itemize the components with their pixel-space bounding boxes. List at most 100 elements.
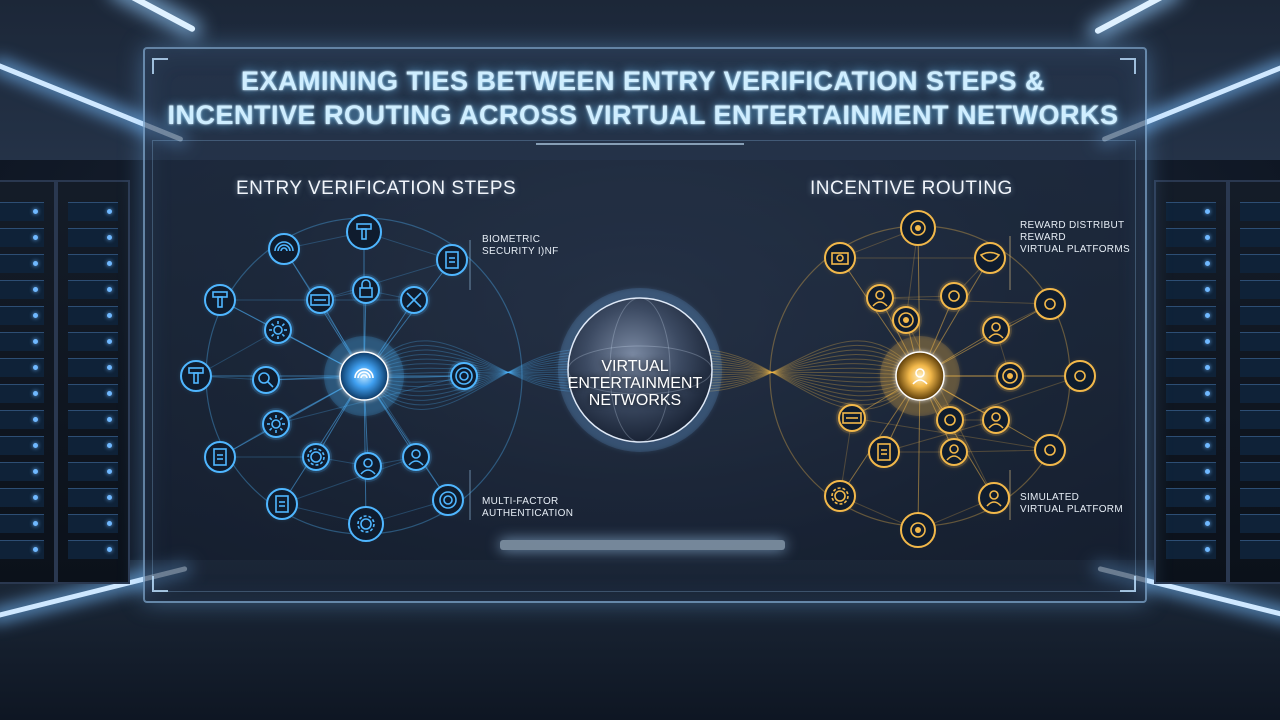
rack-slot [1240,436,1280,455]
rack-slot [68,462,118,481]
rack-slot [68,358,118,377]
hands-icon [1044,444,1056,456]
lock-icon [359,279,373,298]
network-node [868,436,900,468]
face-icon [408,449,424,466]
rack-slot [1240,462,1280,481]
biometric-label: BIOMETRIC SECURITY I)NF [482,234,559,258]
reward-label: REWARD DISTRIBUT REWARD VIRTUAL PLATFORM… [1020,220,1130,256]
gear-icon [831,487,849,505]
user-icon [986,490,1002,507]
face-icon [360,458,376,475]
network-node [824,480,856,512]
network-node [824,242,856,274]
rack-slot [68,332,118,351]
simulated-platform-label: SIMULATED VIRTUAL PLATFORM [1020,492,1123,516]
rack-slot [1166,332,1216,351]
rack-slot [0,306,44,325]
server-rack [56,180,130,584]
network-node [204,441,236,473]
network-node [250,364,282,396]
rack-slot [0,462,44,481]
rack-slot [68,306,118,325]
network-node [1034,434,1066,466]
label-line: REWARD [1020,232,1066,243]
rack-slot [1240,306,1280,325]
key-icon [1074,370,1086,382]
coin-icon [898,312,914,328]
user-icon [988,412,1004,429]
keyboard-icon [310,294,330,306]
network-node [180,360,212,392]
user-icon [912,368,928,385]
hub-node [895,351,945,401]
network-node [1064,360,1096,392]
rack-slot [0,410,44,429]
network-node [934,404,966,436]
rack-slot [1166,436,1216,455]
network-link [281,456,417,505]
network-node [980,314,1012,346]
rack-slot [68,488,118,507]
network-node [994,360,1026,392]
fingerprint-icon [274,241,294,252]
globe-latitude [567,345,713,395]
network-link [953,449,1051,453]
network-node [974,242,1006,274]
rack-slot [1240,514,1280,533]
network-node [938,280,970,312]
network-node [864,282,896,314]
mask-icon [979,251,1001,262]
rack-slot [1166,280,1216,299]
rack-slot [68,514,118,533]
server-rack [1228,180,1280,584]
rack-slot [0,202,44,221]
diagram-title-line-2: INCENTIVE ROUTING ACROSS VIRTUAL ENTERTA… [167,100,1119,130]
document-icon [445,251,459,269]
network-node [268,233,300,265]
hub-node [339,351,389,401]
rack-slot [1166,462,1216,481]
heart-icon [948,290,960,302]
rack-slot [1240,202,1280,221]
rack-slot [68,228,118,247]
label-line: AUTHENTICATION [482,508,574,519]
rack-slot [0,540,44,559]
entry-verification-heading: ENTRY VERIFICATION STEPS [236,178,517,199]
label-line: VIRTUAL PLATFORM [1020,504,1123,515]
rack-slot [68,436,118,455]
network-node [352,450,384,482]
rack-slot [1166,254,1216,273]
user-icon [946,444,962,461]
network-node [900,512,936,548]
rack-slot [1240,332,1280,351]
rack-slot [0,358,44,377]
rack-slot [1240,280,1280,299]
rack-slot [1240,254,1280,273]
rack-slot [0,436,44,455]
rack-slot [1166,358,1216,377]
panel-corner [1120,576,1136,592]
panel-corner [152,576,168,592]
network-node [260,408,292,440]
rack-slot [1166,306,1216,325]
coin-icon [910,522,926,538]
rack-slot [1166,540,1216,559]
coin-icon [1002,368,1018,384]
network-node [398,284,430,316]
rack-slot [1240,540,1280,559]
radar-icon [455,367,473,385]
rack-slot [1240,228,1280,247]
mfa-label: MULTI-FACTOR AUTHENTICATION [482,496,573,520]
rack-slot [1166,202,1216,221]
user-icon [988,322,1004,339]
network-link [319,259,453,301]
center-label: VIRTUAL ENTERTAINMENT NETWORKS [560,358,710,409]
network-node [348,506,384,542]
rack-slot [0,488,44,507]
user-icon [872,290,888,307]
network-link [883,419,997,453]
server-rack [0,180,56,584]
